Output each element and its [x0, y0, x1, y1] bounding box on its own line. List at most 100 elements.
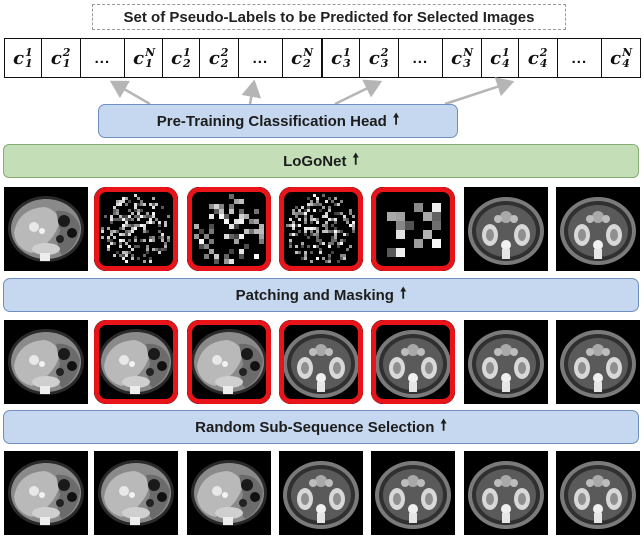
label-letter: c: [208, 47, 220, 69]
ellipsis-text: ...: [571, 49, 588, 67]
label-superscript: N: [463, 46, 474, 59]
random-selection-label: Random Sub-Sequence Selection: [195, 418, 435, 436]
ct-slice: [464, 451, 548, 535]
label-letter: c: [331, 47, 343, 69]
label-superscript: 2: [220, 46, 229, 59]
masked-ct-slice-selected: [279, 187, 363, 271]
label-superscript: 2: [380, 46, 389, 59]
up-arrow-icon: 🠕: [399, 284, 407, 302]
arrow-to-set-1: [109, 80, 151, 106]
masked-ct-slice-selected: [187, 187, 271, 271]
label-subscript: 2: [220, 57, 229, 70]
label-ellipsis: ...: [81, 39, 126, 77]
arrow-to-set-4: [444, 77, 515, 106]
label-letter: c: [291, 47, 303, 69]
up-arrow-icon: 🠕: [392, 110, 400, 128]
ct-slice-selected: [279, 320, 363, 404]
selection-frame: [279, 187, 363, 271]
label-letter: c: [610, 47, 622, 69]
ct-slice: [94, 451, 178, 535]
label-subscript: 3: [343, 57, 351, 70]
arrow-to-set-3: [334, 79, 383, 106]
pseudo-labels-title: Set of Pseudo-Labels to be Predicted for…: [92, 4, 566, 30]
label-ellipsis: ...: [558, 39, 603, 77]
selection-frame: [187, 187, 271, 271]
ct-slice: [187, 451, 271, 535]
selection-frame: [94, 320, 178, 404]
label-letter: c: [171, 47, 183, 69]
selection-frame: [371, 187, 455, 271]
label-subscript: 1: [62, 57, 71, 70]
selection-frame: [94, 187, 178, 271]
label-superscript: N: [303, 46, 314, 59]
label-subscript: 3: [380, 57, 389, 70]
ct-slice: [556, 320, 640, 404]
selection-frame: [279, 320, 363, 404]
ct-slice-selected: [371, 320, 455, 404]
label-subscript: 2: [303, 57, 311, 70]
label-letter: c: [451, 47, 463, 69]
ct-slice: [464, 187, 548, 271]
ct-slice: [371, 451, 455, 535]
ellipsis-text: ...: [412, 49, 429, 67]
label-letter: c: [50, 47, 62, 69]
up-arrow-icon: 🠕: [440, 416, 447, 434]
ct-slice: [556, 451, 640, 535]
arrow-to-set-2: [241, 79, 262, 105]
selection-frame: [187, 320, 271, 404]
label-subscript: 3: [463, 57, 471, 70]
up-arrow-icon: 🠕: [352, 150, 359, 168]
selection-frame: [371, 320, 455, 404]
ct-slice: [556, 187, 640, 271]
ellipsis-text: ...: [94, 49, 111, 67]
ct-slice: [4, 320, 88, 404]
masked-ct-slice-selected: [371, 187, 455, 271]
pretraining-head-label: Pre-Training Classification Head: [156, 112, 387, 130]
label-superscript: N: [145, 46, 156, 59]
patching-masking-bar: Patching and Masking 🠕: [3, 278, 639, 312]
label-superscript: 1: [343, 46, 351, 59]
ct-slice-selected: [94, 320, 178, 404]
label-superscript: 2: [62, 46, 71, 59]
label-subscript: 4: [502, 57, 510, 70]
label-letter: c: [527, 47, 539, 69]
ct-slice: [4, 451, 88, 535]
label-subscript: 4: [622, 57, 630, 70]
label-subscript: 1: [145, 57, 153, 70]
logonet-label: LoGoNet: [283, 152, 347, 170]
label-superscript: 1: [502, 46, 510, 59]
patching-label: Patching and Masking: [235, 286, 394, 304]
ct-slice: [4, 187, 88, 271]
label-letter: c: [490, 47, 502, 69]
label-superscript: N: [622, 46, 633, 59]
ct-slice: [279, 451, 363, 535]
random-subsequence-bar: Random Sub-Sequence Selection 🠕: [3, 410, 639, 444]
logonet-bar: LoGoNet 🠕: [3, 144, 639, 178]
label-superscript: 1: [25, 46, 33, 59]
ellipsis-text: ...: [252, 49, 269, 67]
label-superscript: 2: [539, 46, 548, 59]
label-subscript: 2: [183, 57, 191, 70]
label-letter: c: [133, 47, 145, 69]
label-subscript: 4: [539, 57, 548, 70]
label-ellipsis: ...: [399, 39, 444, 77]
label-arrows: [109, 77, 515, 106]
ct-slice-selected: [187, 320, 271, 404]
pretraining-classification-head: Pre-Training Classification Head 🠕: [98, 104, 458, 138]
